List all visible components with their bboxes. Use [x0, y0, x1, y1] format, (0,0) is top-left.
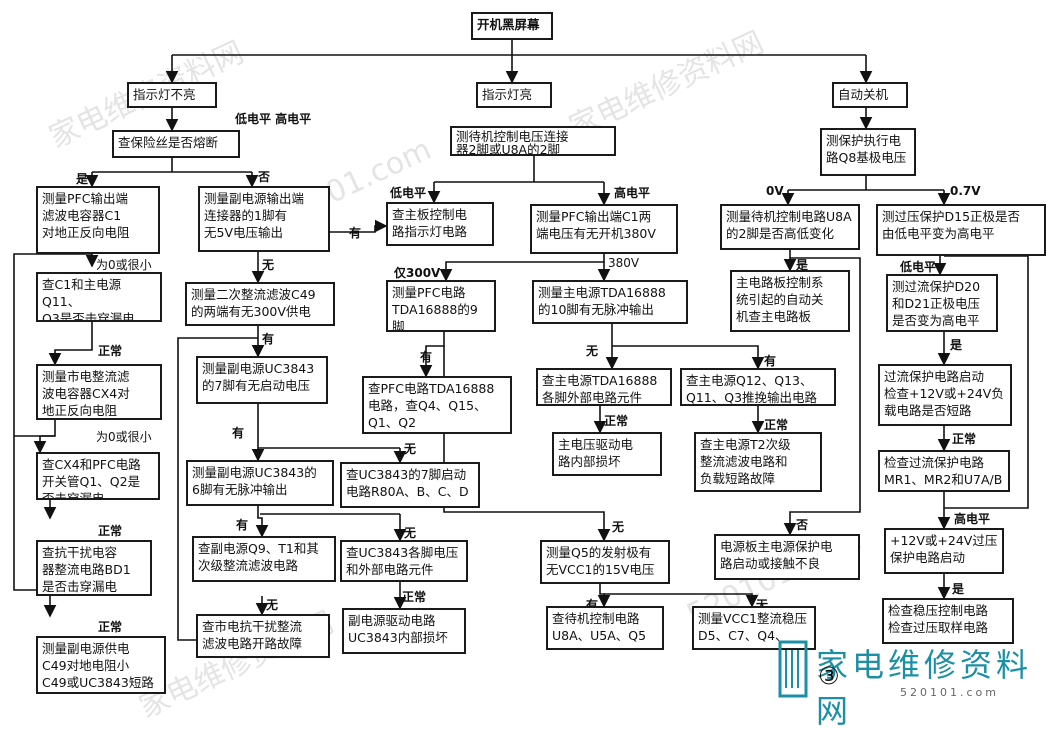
- node-measure-tda16888-pin9: 测量PFC电路 TDA16888的9脚 12V的VCC电压: [386, 280, 496, 332]
- node-measure-uc3843-pin6: 测量副电源UC3843的 6脚有无脉冲输出: [186, 460, 334, 506]
- node-measure-u8a-pin2: 测量待机控制电路U8A 的2脚是否高低变化: [720, 204, 860, 250]
- site-logo-icon: [778, 640, 808, 698]
- label-have: 有: [232, 426, 245, 440]
- label-none: 无: [404, 442, 417, 456]
- label-high: 高电平: [954, 512, 991, 526]
- label-no: 否: [258, 170, 271, 184]
- node-indicator-off: 指示灯不亮: [127, 82, 217, 108]
- node-mainboard-control: 主电路板控制系 统引起的自动关 机查主电路板: [730, 270, 850, 332]
- label-normal: 正常: [98, 344, 123, 358]
- node-measure-380v: 测量PFC输出端C1两 端电压有无开机380V: [530, 204, 678, 254]
- site-logo-url: 520101.com: [900, 686, 999, 699]
- node-indicator-on: 指示灯亮: [476, 82, 552, 108]
- node-check-t2: 查主电源T2次级 整流滤波电路和 负载短路故障: [694, 432, 822, 492]
- label-normal: 正常: [604, 414, 629, 428]
- label-have: 有: [262, 332, 275, 346]
- label-have: 有: [420, 350, 433, 364]
- label-have: 有: [236, 518, 249, 532]
- node-measure-pfc-c1: 测量PFC输出端 滤波电容器C1 对地正反向电阻: [36, 186, 160, 254]
- node-check-bd1: 查抗干扰电容 器整流电路BD1 是否击穿漏电: [36, 540, 152, 596]
- label-none: 无: [266, 598, 279, 612]
- label-have: 有: [349, 226, 362, 240]
- node-measure-5v: 测量副电源输出端 连接器的1脚有 无5V电压输出: [198, 186, 330, 252]
- node-check-push-pull: 查主电源Q12、Q13、 Q11、Q3推挽输出电路: [680, 368, 836, 406]
- node-ocp-start: 过流保护电路启动 检查+12V或+24V负 载电路是否短路: [878, 364, 1012, 426]
- node-measure-c49: 测量副电源供电 C49对地电阻小 C49或UC3843短路: [36, 636, 166, 694]
- label-only-300v: 仅300V: [394, 266, 441, 280]
- label-none: 无: [404, 526, 417, 540]
- node-check-tda16888-external: 查主电源TDA16888 各脚外部电路元件: [536, 368, 672, 406]
- label-normal: 正常: [764, 418, 789, 432]
- node-check-d20-d21: 测过流保护D20 和D21正极电压 是否变为高电平: [886, 274, 998, 332]
- label-yes: 是: [952, 582, 965, 596]
- node-check-fuse: 查保险丝是否熔断: [112, 130, 240, 158]
- node-check-standby-u8a: 查待机控制电路 U8A、U5A、Q5: [546, 606, 664, 650]
- label-no: 否: [796, 518, 809, 532]
- node-uc3843-internal-fault: 副电源驱动电路 UC3843内部损坏: [342, 608, 466, 654]
- label-zero-small: 为0或很小: [96, 430, 152, 444]
- node-start-black-screen: 开机黑屏幕: [471, 12, 553, 40]
- node-measure-tda16888-pin10: 测量主电源TDA16888 的10脚有无脉冲输出: [532, 280, 688, 324]
- label-have: 有: [764, 354, 777, 368]
- node-measure-cx4: 测量市电整流滤 波电容器CX4对 地正反向电阻: [36, 364, 162, 420]
- node-check-cx4-pfc: 查CX4和PFC电路 开关管Q1、Q2是 否击穿漏电: [36, 452, 160, 500]
- node-ovp-start: +12V或+24V过压 保护电路启动: [884, 528, 1004, 574]
- label-low: 低电平: [390, 186, 427, 200]
- label-none: 无: [262, 258, 275, 272]
- label-low: 低电平: [900, 260, 937, 274]
- label-normal: 正常: [98, 620, 123, 634]
- label-normal: 正常: [402, 590, 427, 604]
- node-measure-q5-vcc1: 测量Q5的发射极有 无VCC1的15V电压: [540, 540, 670, 584]
- label-low-high: 低电平 高电平: [235, 112, 312, 126]
- node-check-d15: 测过压保护D15正极是否 由低电平变为高电平: [876, 204, 1046, 256]
- node-standby-voltage: 测待机控制电压连接 器2脚或U8A的2脚: [450, 126, 616, 156]
- label-none: 无: [586, 344, 599, 358]
- node-check-c1-q11: 查C1和主电源Q11、 Q3是否击穿漏电: [36, 272, 162, 322]
- label-yes: 是: [76, 172, 89, 186]
- node-check-mainboard-led: 查主板控制电 路指示灯电路: [386, 202, 494, 246]
- node-check-regulation: 检查稳压控制电路 检查过压取样电路: [882, 598, 1014, 644]
- label-0-7v: 0.7V: [950, 184, 981, 198]
- node-check-q9-t1: 查副电源Q9、T1和其 次级整流滤波电路: [192, 536, 336, 582]
- label-0v: 0V: [766, 184, 784, 198]
- node-check-mr1-mr2: 检查过流保护电路 MR1、MR2和U7A/B: [878, 450, 1010, 492]
- node-check-r80: 查UC3843的7脚启动 电路R80A、B、C、D: [340, 462, 480, 508]
- label-normal: 正常: [952, 432, 977, 446]
- node-main-driver-fault: 主电压驱动电 路内部损坏: [552, 432, 662, 476]
- node-measure-uc3843-pin7: 测量副电源UC3843 的7脚有无启动电压: [196, 356, 328, 404]
- node-check-uc3843-pins: 查UC3843各脚电压 和外部电路元件: [340, 540, 468, 582]
- label-yes: 是: [950, 338, 963, 352]
- site-logo-text: 家电维修资料网: [816, 646, 1033, 730]
- label-yes: 是: [796, 258, 809, 272]
- node-check-emi-filter: 查市电抗干扰整流 滤波电路开路故障: [196, 614, 330, 658]
- node-check-pfc-tda16888: 查PFC电路TDA16888 电路，查Q4、Q15、 Q1、Q2: [362, 376, 512, 434]
- label-380v: 380V: [608, 256, 640, 270]
- node-measure-q8: 测保护执行电 路Q8基极电压: [820, 128, 916, 176]
- node-auto-shutdown: 自动关机: [832, 82, 908, 108]
- label-high: 高电平: [614, 186, 651, 200]
- figure-number: ③: [818, 662, 840, 690]
- label-normal: 正常: [98, 524, 123, 538]
- label-none: 无: [612, 520, 625, 534]
- node-measure-300v: 测量二次整流滤波C49 的两端有无300V供电: [185, 282, 335, 326]
- label-zero-small: 为0或很小: [96, 258, 152, 272]
- node-power-protection: 电源板主电源保护电 路启动或接触不良: [714, 534, 860, 580]
